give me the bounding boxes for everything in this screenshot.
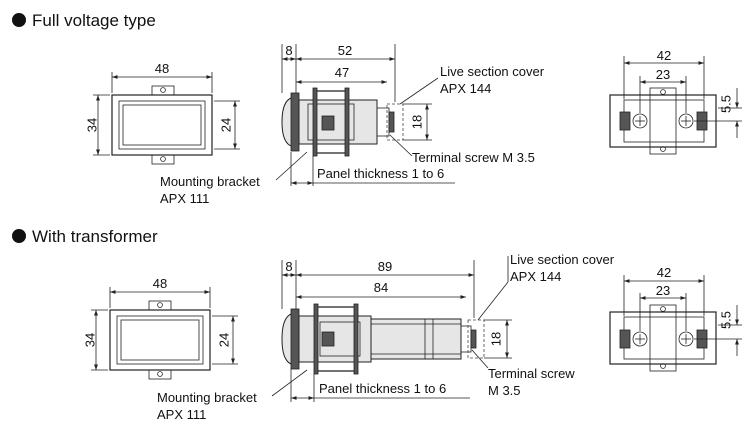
dim-overall-length: 52 [338, 43, 352, 58]
dim-side-height: 18 [410, 115, 425, 129]
dim-front-width: 48 [153, 276, 167, 291]
dim-bezel: 8 [285, 43, 292, 58]
panel-thickness-label: Panel thickness 1 to 6 [317, 166, 444, 181]
cover-part: APX 144 [440, 81, 491, 96]
bracket-part: APX 111 [157, 407, 206, 422]
dim-rear-inner: 23 [656, 283, 670, 298]
bracket-label: Mounting bracket [160, 174, 260, 189]
dim-front-width: 48 [155, 61, 169, 76]
cover-label: Live section cover [510, 252, 615, 267]
panel-thickness-label: Panel thickness 1 to 6 [319, 381, 446, 396]
dim-rear-offset: 5.5 [719, 311, 734, 329]
dim-rear-inner: 23 [656, 67, 670, 82]
bullet-icon [12, 229, 26, 243]
dim-front-inner: 24 [217, 333, 232, 347]
bullet-icon [12, 13, 26, 27]
bracket-label: Mounting bracket [157, 390, 257, 405]
front-view-with-transformer: 48 34 24 [83, 276, 238, 380]
dim-front-height: 34 [83, 333, 98, 347]
cover-label: Live section cover [440, 64, 545, 79]
section-title-full-voltage: Full voltage type [12, 11, 156, 31]
terminal-screw-label: Terminal screw M 3.5 [412, 150, 535, 165]
side-view-full-voltage: 8 52 47 18 Panel thickness 1 to 6 Live s… [160, 43, 545, 206]
dim-overall-length: 89 [378, 259, 392, 274]
side-view-with-transformer: 8 89 84 18 Panel thickness 1 to 6 Live s… [157, 252, 615, 422]
dim-rear-offset: 5.5 [719, 95, 734, 113]
dim-bezel: 8 [285, 259, 292, 274]
bracket-part: APX 111 [160, 191, 209, 206]
section-title-with-transformer: With transformer [12, 227, 158, 247]
dim-body-length: 84 [374, 280, 388, 295]
section-title-text: Full voltage type [32, 11, 156, 30]
terminal-screw-size: M 3.5 [488, 383, 521, 398]
front-view-full-voltage: 48 34 24 [85, 61, 240, 165]
dim-front-height: 34 [85, 118, 100, 132]
dim-front-inner: 24 [219, 118, 234, 132]
dim-rear-width: 42 [657, 48, 671, 63]
rear-view-full-voltage: 42 23 5.5 [609, 48, 742, 155]
dim-rear-width: 42 [657, 265, 671, 280]
section-title-text: With transformer [32, 227, 158, 246]
cover-part: APX 144 [510, 269, 561, 284]
rear-view-with-transformer: 42 23 5.5 [609, 265, 742, 372]
terminal-screw-label: Terminal screw [488, 366, 575, 381]
dim-side-height: 18 [489, 332, 504, 346]
dim-body-length: 47 [335, 65, 349, 80]
